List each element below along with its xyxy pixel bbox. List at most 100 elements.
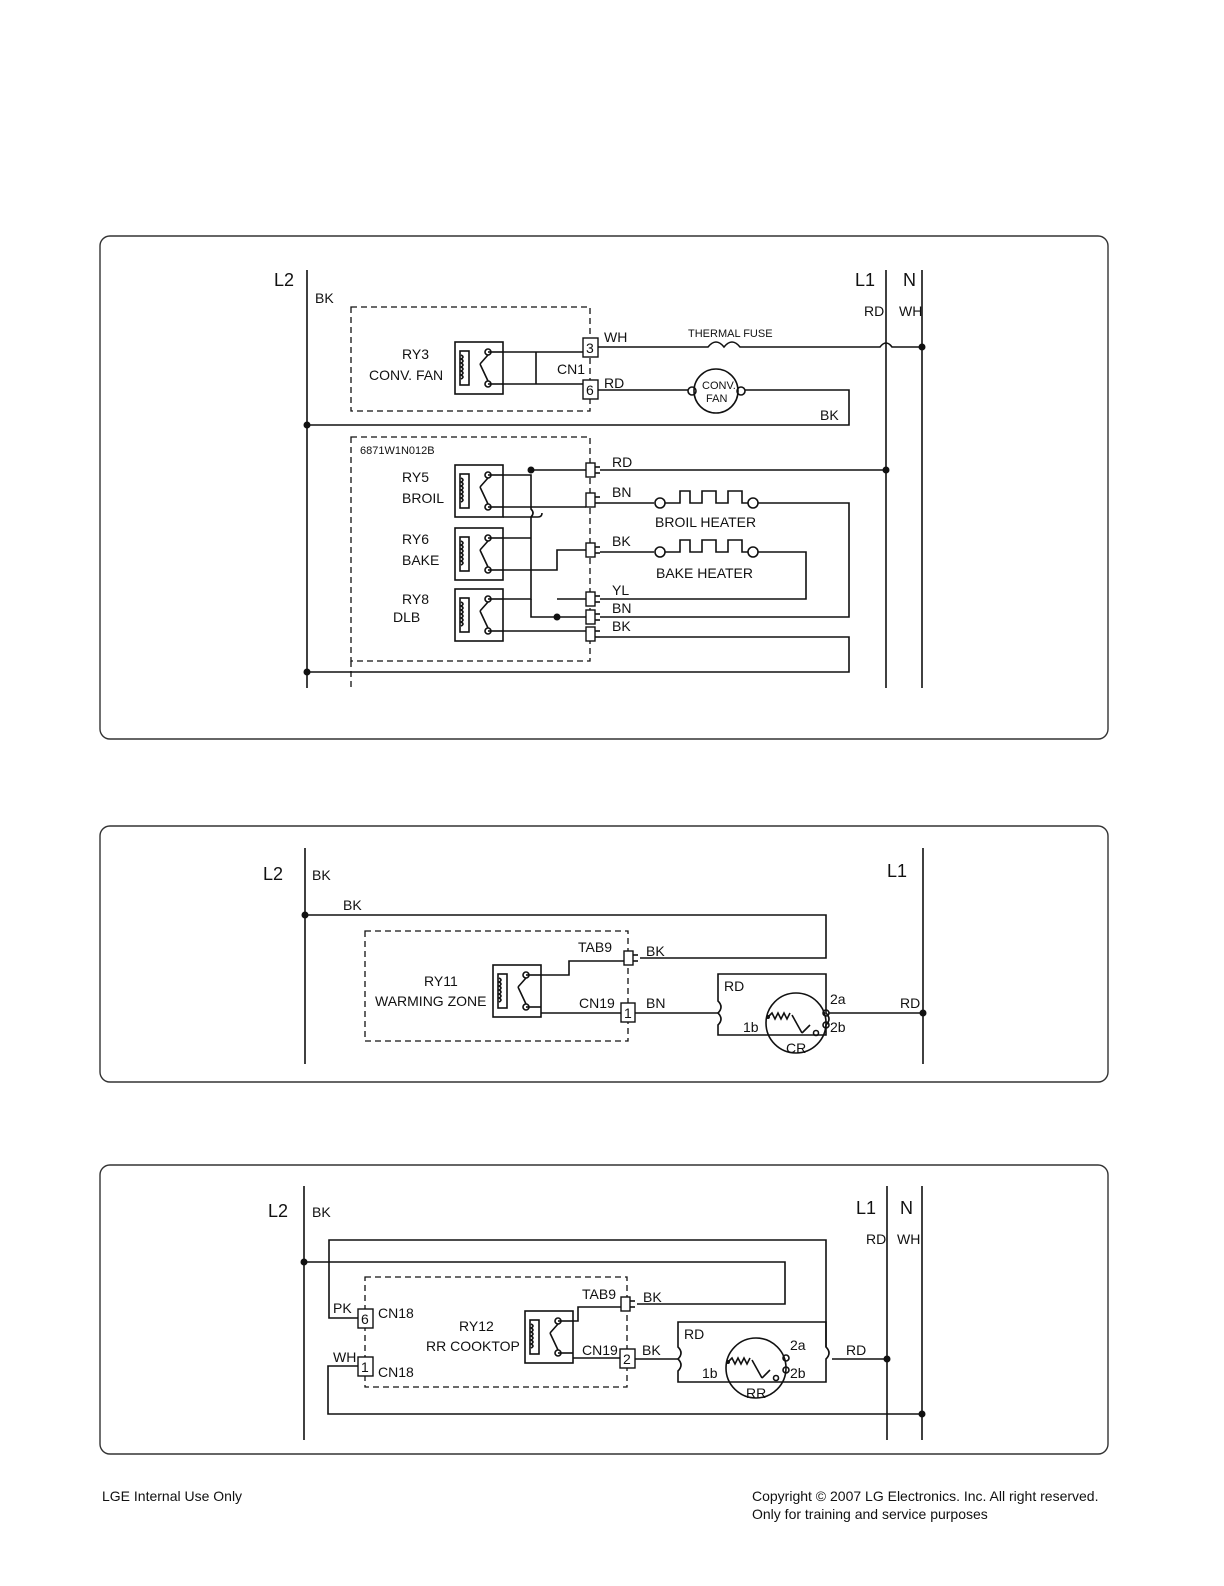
l2-label-2: L2 xyxy=(263,864,283,884)
ry6-relay-icon xyxy=(454,527,504,581)
broil-heater-symbol xyxy=(654,490,759,509)
connector-bn xyxy=(585,492,601,508)
ry5-relay-icon xyxy=(454,464,504,518)
rd-wire-label: RD xyxy=(604,375,624,391)
terminal-2a-label-3: 2a xyxy=(790,1337,806,1353)
terminal-1b-label-3: 1b xyxy=(702,1365,718,1381)
l2-label-3: L2 xyxy=(268,1201,288,1221)
ry3-label: RY3 xyxy=(402,346,429,362)
cn19-label-3: CN19 xyxy=(582,1342,618,1358)
conv-fan-relay-label: CONV. FAN xyxy=(369,367,443,383)
pin-2-label-3: 2 xyxy=(623,1351,631,1367)
conv-fan-relay-box xyxy=(350,306,591,412)
wire-label-bk: BK xyxy=(315,290,334,306)
connector-yl xyxy=(585,591,601,607)
cn18-label-b: CN18 xyxy=(378,1364,414,1380)
bk-conn-label: BK xyxy=(612,533,631,549)
bk-top-label-3: BK xyxy=(312,1204,331,1220)
thermal-fuse-label: THERMAL FUSE xyxy=(688,328,773,340)
l2-label: L2 xyxy=(274,270,294,290)
connector-bn-2 xyxy=(585,609,601,625)
wire-label-rd: RD xyxy=(864,303,884,319)
cn18-pin-6 xyxy=(357,1308,374,1329)
terminal-2a-label-2: 2a xyxy=(830,991,846,1007)
terminal-1b-label-2: 1b xyxy=(743,1019,759,1035)
bn-conn-label-2: BN xyxy=(612,600,631,616)
connector-rd xyxy=(585,462,601,478)
rd-l1-label-2: RD xyxy=(900,995,920,1011)
pin-6-label-3: 6 xyxy=(361,1311,369,1327)
bk-wire-label-3: BK xyxy=(642,1342,661,1358)
broil-label: BROIL xyxy=(402,490,444,506)
diagram-3-panel xyxy=(99,1164,1109,1455)
ry5-label: RY5 xyxy=(402,469,429,485)
ry11-relay-icon xyxy=(492,964,542,1018)
bake-heater-label: BAKE HEATER xyxy=(656,565,753,581)
ry12-relay-icon xyxy=(524,1310,574,1364)
fan-label: FAN xyxy=(706,393,727,405)
rd-loop-label-3: RD xyxy=(684,1326,704,1342)
rr-cooktop-label: RR COOKTOP xyxy=(426,1338,520,1354)
yl-conn-label: YL xyxy=(612,582,629,598)
rd-top-label-3: RD xyxy=(866,1231,886,1247)
tab9-connector-3 xyxy=(620,1296,636,1312)
pin-3-label: 3 xyxy=(586,340,594,356)
conv-label: CONV. xyxy=(702,380,736,392)
tab9-label-2: TAB9 xyxy=(578,939,612,955)
conv-fan-motor-icon xyxy=(693,368,739,414)
ry8-relay-icon xyxy=(454,588,504,642)
bk-top-label-2: BK xyxy=(312,867,331,883)
diagram-1-panel xyxy=(99,235,1109,740)
dlb-label: DLB xyxy=(393,609,420,625)
bake-label: BAKE xyxy=(402,552,439,568)
wire-label-wh: WH xyxy=(899,303,922,319)
wh-label-3: WH xyxy=(333,1349,356,1365)
bn-wire-label-2: BN xyxy=(646,995,665,1011)
n-label-3: N xyxy=(900,1198,913,1218)
ry11-label: RY11 xyxy=(424,973,458,989)
bk-wire-label-2: BK xyxy=(646,943,665,959)
pin-6-label: 6 xyxy=(586,382,594,398)
connector-bk-2 xyxy=(585,626,601,642)
pk-label: PK xyxy=(333,1300,352,1316)
rr-label: RR xyxy=(746,1385,766,1401)
diagram-2-panel xyxy=(99,825,1109,1083)
bk-bus-label-2: BK xyxy=(343,897,362,913)
bn-conn-label: BN xyxy=(612,484,631,500)
part-number-label: 6871W1N012B xyxy=(360,445,435,457)
footer-training: Only for training and service purposes xyxy=(752,1506,988,1522)
cn1-label: CN1 xyxy=(557,361,585,377)
l1-label-3: L1 xyxy=(856,1198,876,1218)
warming-zone-relay-box xyxy=(364,930,629,1042)
wh-wire-label: WH xyxy=(604,329,627,345)
thermal-fuse-symbol xyxy=(598,341,922,349)
n-label: N xyxy=(903,270,916,290)
footer-copyright: Copyright © 2007 LG Electronics. Inc. Al… xyxy=(752,1488,1099,1504)
cn18-pin-1 xyxy=(357,1356,374,1377)
cn18-label-a: CN18 xyxy=(378,1305,414,1321)
rr-cooktop-relay-box xyxy=(364,1276,628,1388)
bk-tab-label-3: BK xyxy=(643,1289,662,1305)
terminal-2b-label-2: 2b xyxy=(830,1019,846,1035)
rd-loop-label-2: RD xyxy=(724,978,744,994)
bk-return-label: BK xyxy=(820,407,839,423)
tab9-label-3: TAB9 xyxy=(582,1286,616,1302)
ry6-label: RY6 xyxy=(402,531,429,547)
l1-label-2: L1 xyxy=(887,861,907,881)
ry12-label: RY12 xyxy=(459,1318,494,1334)
bake-heater-symbol xyxy=(654,539,759,558)
rd-l1-label-3: RD xyxy=(846,1342,866,1358)
broil-heater-label: BROIL HEATER xyxy=(655,514,756,530)
l1-label: L1 xyxy=(855,270,875,290)
rd-conn-label: RD xyxy=(612,454,632,470)
pin-1-label-2: 1 xyxy=(624,1005,632,1021)
wh-top-label-3: WH xyxy=(897,1231,920,1247)
cr-label: CR xyxy=(786,1040,806,1056)
bk-conn-label-2: BK xyxy=(612,618,631,634)
terminal-2b-label-3: 2b xyxy=(790,1365,806,1381)
ry3-relay-icon xyxy=(454,341,504,395)
cn19-label-2: CN19 xyxy=(579,995,615,1011)
footer-left: LGE Internal Use Only xyxy=(102,1488,243,1504)
ry8-label: RY8 xyxy=(402,591,429,607)
